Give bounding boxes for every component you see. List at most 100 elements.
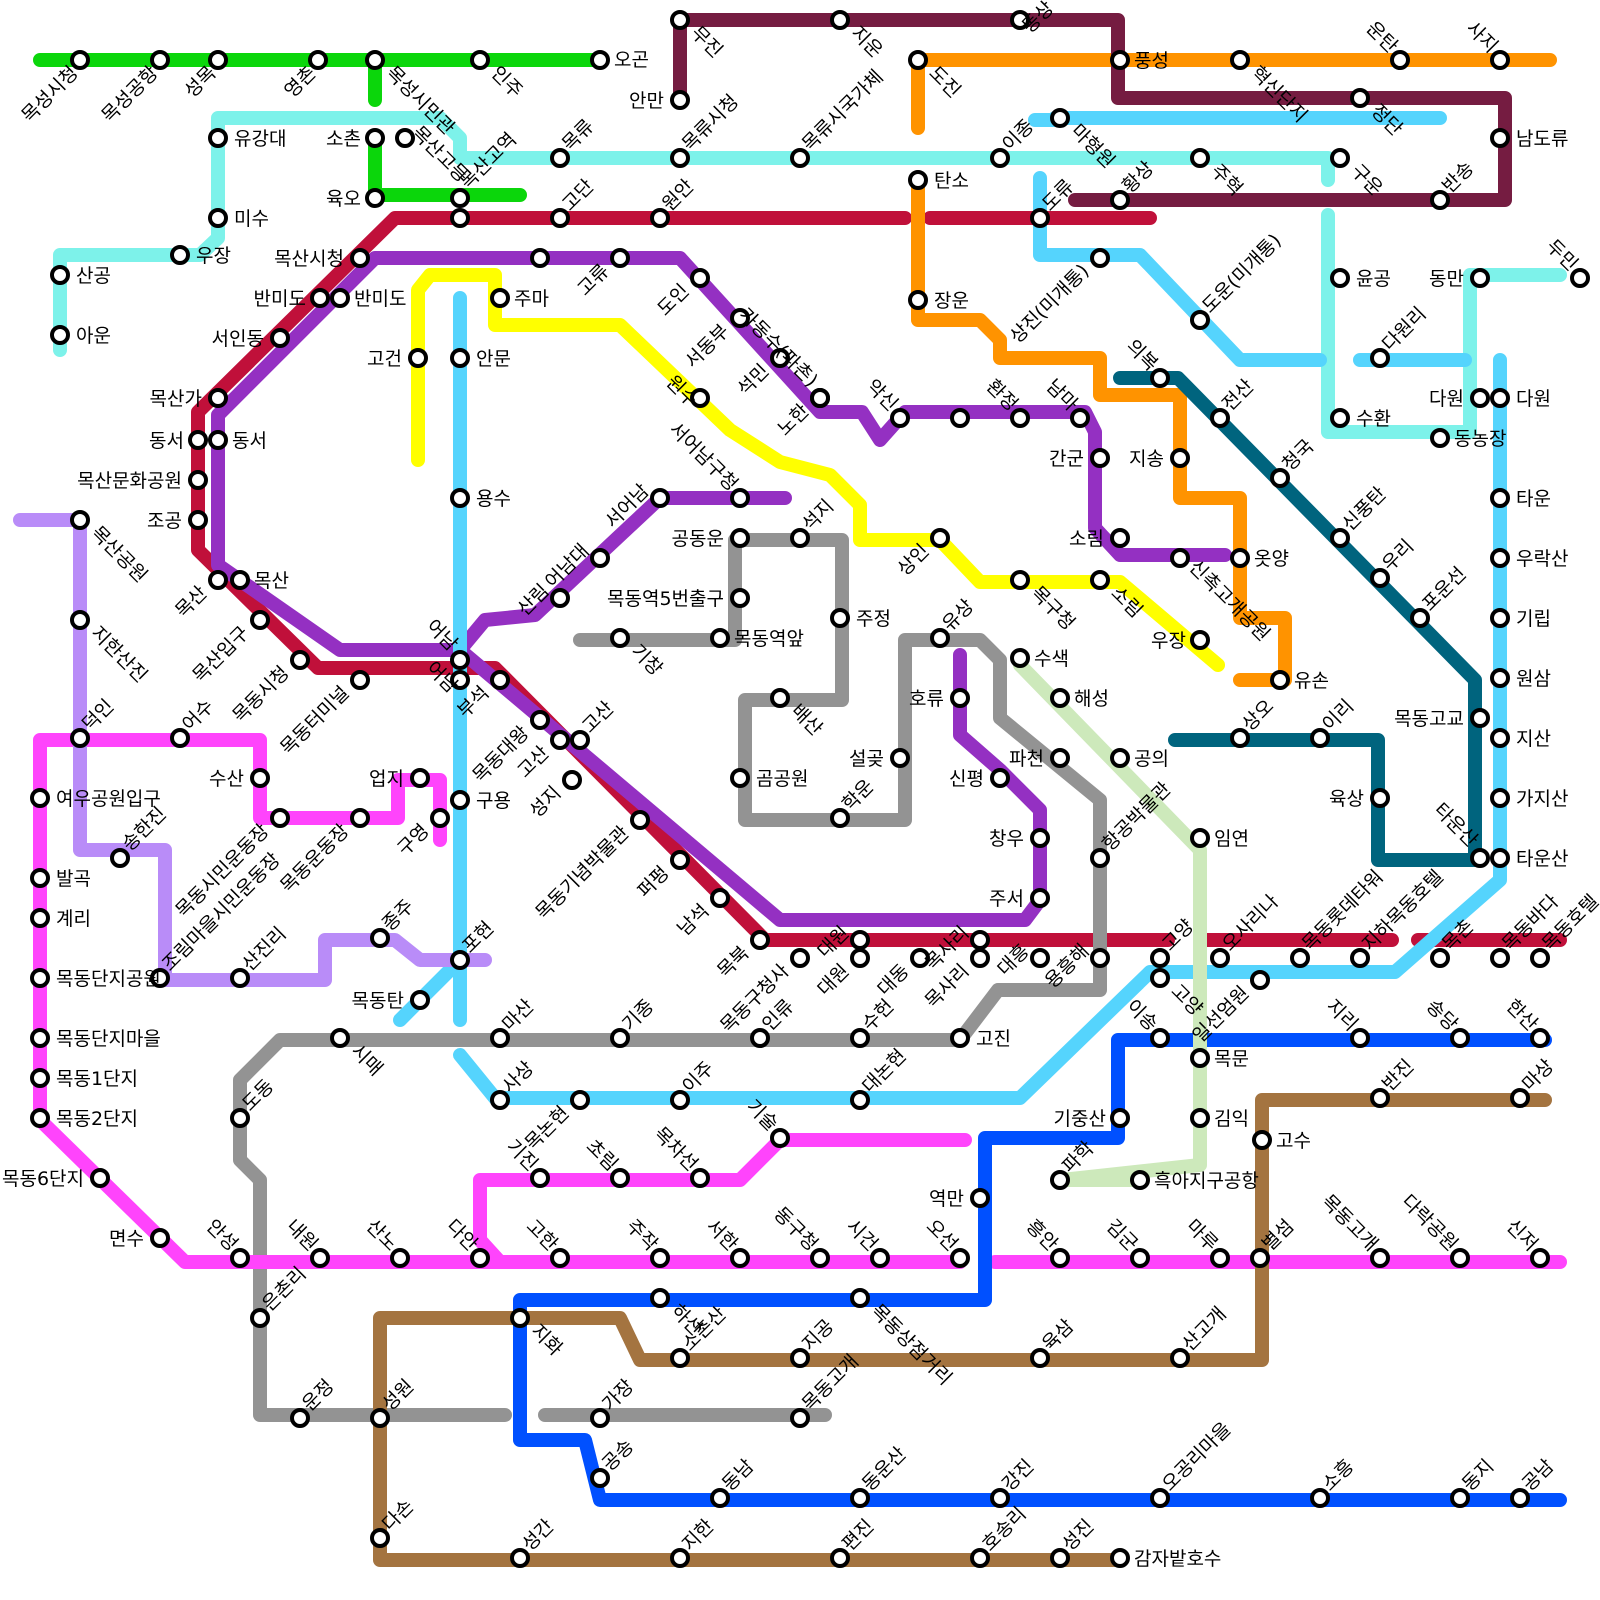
station-marker[interactable] [308,50,328,70]
station-marker[interactable] [230,1248,250,1268]
station-marker[interactable] [570,730,590,750]
station-marker[interactable] [670,90,690,110]
station-marker[interactable] [70,728,90,748]
station-marker[interactable] [450,348,470,368]
station-marker[interactable] [1190,310,1210,330]
station-marker[interactable] [610,628,630,648]
station-marker[interactable] [562,770,582,790]
station-marker[interactable] [650,208,670,228]
station-marker[interactable] [1110,1548,1130,1568]
station-marker[interactable] [610,1028,630,1048]
station-marker[interactable] [950,1028,970,1048]
station-marker[interactable] [1490,50,1510,70]
station-marker[interactable] [1490,848,1510,868]
station-marker[interactable] [1330,408,1350,428]
station-marker[interactable] [1050,1170,1070,1190]
station-marker[interactable] [1010,10,1030,30]
station-marker[interactable] [230,1108,250,1128]
station-marker[interactable] [910,948,930,968]
station-marker[interactable] [550,208,570,228]
station-marker[interactable] [790,1348,810,1368]
station-marker[interactable] [790,1408,810,1428]
station-marker[interactable] [1490,388,1510,408]
station-marker[interactable] [30,868,50,888]
station-marker[interactable] [730,528,750,548]
station-marker[interactable] [550,730,570,750]
station-marker[interactable] [550,588,570,608]
station-marker[interactable] [1370,1088,1390,1108]
station-marker[interactable] [970,1548,990,1568]
station-marker[interactable] [850,1488,870,1508]
station-marker[interactable] [450,950,470,970]
station-marker[interactable] [1170,1348,1190,1368]
station-marker[interactable] [350,248,370,268]
station-marker[interactable] [890,748,910,768]
station-marker[interactable] [590,50,610,70]
station-marker[interactable] [410,768,430,788]
station-marker[interactable] [1150,968,1170,988]
station-marker[interactable] [1310,1488,1330,1508]
station-marker[interactable] [450,790,470,810]
station-marker[interactable] [1370,348,1390,368]
station-marker[interactable] [1530,1248,1550,1268]
station-marker[interactable] [510,1308,530,1328]
station-marker[interactable] [370,928,390,948]
station-marker[interactable] [1130,1170,1150,1190]
station-marker[interactable] [730,588,750,608]
station-marker[interactable] [1350,1028,1370,1048]
station-marker[interactable] [1490,548,1510,568]
station-marker[interactable] [450,488,470,508]
station-marker[interactable] [590,1408,610,1428]
station-marker[interactable] [290,650,310,670]
station-marker[interactable] [310,288,330,308]
station-marker[interactable] [30,788,50,808]
station-marker[interactable] [1050,688,1070,708]
station-marker[interactable] [790,948,810,968]
station-marker[interactable] [1530,1028,1550,1048]
station-marker[interactable] [1252,1130,1272,1150]
station-marker[interactable] [1050,108,1070,128]
station-marker[interactable] [970,948,990,968]
station-marker[interactable] [1190,630,1210,650]
station-marker[interactable] [188,430,208,450]
station-marker[interactable] [208,208,228,228]
station-marker[interactable] [1370,1248,1390,1268]
station-marker[interactable] [850,930,870,950]
station-marker[interactable] [1150,1488,1170,1508]
station-marker[interactable] [1410,608,1430,628]
station-marker[interactable] [1150,1028,1170,1048]
station-marker[interactable] [1150,368,1170,388]
station-marker[interactable] [30,1068,50,1088]
station-marker[interactable] [1190,148,1210,168]
station-marker[interactable] [1510,1088,1530,1108]
station-marker[interactable] [1230,548,1250,568]
station-marker[interactable] [750,1028,770,1048]
station-marker[interactable] [490,1028,510,1048]
station-marker[interactable] [470,1248,490,1268]
station-marker[interactable] [830,10,850,30]
station-marker[interactable] [1310,728,1330,748]
station-marker[interactable] [850,1288,870,1308]
station-marker[interactable] [1430,190,1450,210]
station-marker[interactable] [370,1528,390,1548]
station-marker[interactable] [250,610,270,630]
station-marker[interactable] [530,248,550,268]
station-marker[interactable] [830,1548,850,1568]
station-marker[interactable] [510,1548,530,1568]
station-marker[interactable] [1370,788,1390,808]
station-marker[interactable] [570,1090,590,1110]
station-marker[interactable] [290,1408,310,1428]
station-marker[interactable] [1330,148,1350,168]
station-marker[interactable] [710,888,730,908]
station-marker[interactable] [890,408,910,428]
station-marker[interactable] [1110,1108,1130,1128]
station-marker[interactable] [908,290,928,310]
station-marker[interactable] [810,1248,830,1268]
station-marker[interactable] [1490,488,1510,508]
station-marker[interactable] [1330,528,1350,548]
station-marker[interactable] [70,510,90,530]
station-marker[interactable] [590,548,610,568]
station-marker[interactable] [1210,408,1230,428]
station-marker[interactable] [188,510,208,530]
station-marker[interactable] [450,208,470,228]
